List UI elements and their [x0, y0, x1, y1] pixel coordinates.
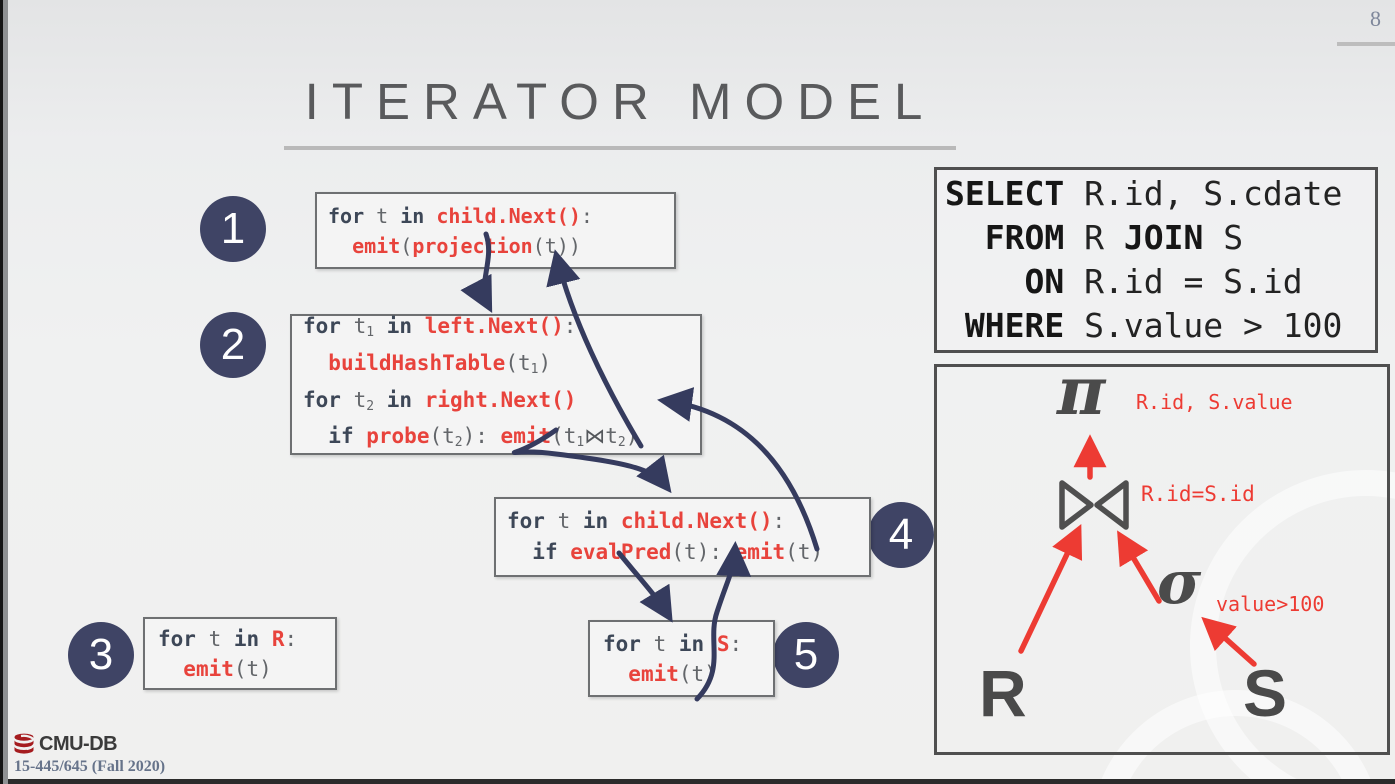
course-label: 15-445/645 (Fall 2020)	[14, 758, 166, 775]
bottom-edge-border	[8, 779, 1395, 784]
step-badge-2: 2	[200, 312, 266, 378]
database-icon	[14, 733, 37, 754]
sql-line: ON R.id = S.id	[1024, 262, 1303, 301]
sql-line: FROM R JOIN S	[984, 218, 1244, 257]
code-line: if evalPred(t): emit(t)	[532, 540, 824, 564]
code-line: for t in S:	[603, 631, 743, 656]
code-box-filter: for t in child.Next(): if evalPred(t): e…	[494, 497, 871, 577]
code-box-scan-r: for t in R: emit(t)	[143, 617, 337, 690]
left-edge-border	[0, 0, 3, 784]
code-box-projection: for t in child.Next(): emit(projection(t…	[315, 192, 676, 269]
code-line: for t in child.Next():	[328, 203, 593, 228]
page-title: ITERATOR MODEL	[304, 73, 936, 130]
code-line: buildHashTable(t1)	[328, 350, 552, 377]
slide-number: 8	[1370, 6, 1381, 31]
code-line: for t2 in right.Next()	[303, 387, 577, 414]
sql-query-box: SELECT R.id, S.cdate FROM R JOIN S ON R.…	[934, 167, 1378, 353]
table-r-node: R	[979, 656, 1027, 730]
code-line: emit(projection(t))	[352, 233, 581, 258]
code-box-scan-s: for t in S: emit(t)	[588, 620, 775, 697]
join-predicate-label: R.id=S.id	[1141, 482, 1255, 506]
step-badge-1: 1	[200, 196, 266, 262]
step-badge-5: 5	[773, 622, 839, 688]
sql-line: SELECT R.id, S.cdate	[945, 174, 1343, 213]
sql-line: WHERE S.value > 100	[964, 306, 1343, 345]
step-badge-4: 4	[868, 502, 934, 568]
title-underline	[284, 146, 956, 150]
selection-sigma-symbol: σ	[1157, 548, 1202, 618]
code-line: emit(t)	[628, 661, 717, 686]
code-line: for t in child.Next():	[507, 509, 786, 533]
cmu-db-logo: CMU-DB	[13, 733, 118, 756]
query-plan-box	[934, 364, 1390, 755]
code-line: for t in R:	[158, 626, 298, 651]
step-badge-3: 3	[68, 622, 134, 688]
code-line: if probe(t2): emit(t1⋈t2)	[328, 424, 639, 451]
code-line: for t1 in left.Next():	[303, 313, 577, 340]
left-edge-strip	[3, 0, 8, 784]
projection-label: R.id, S.value	[1136, 390, 1293, 414]
projection-pi-symbol: π	[1057, 352, 1106, 430]
logo-text: CMU-DB	[39, 733, 118, 755]
slide-number-underline	[1337, 42, 1395, 46]
selection-predicate-label: value>100	[1216, 592, 1325, 616]
table-s-node: S	[1243, 656, 1288, 730]
code-line: emit(t)	[183, 656, 272, 681]
code-box-hash-join: for t1 in left.Next(): buildHashTable(t1…	[290, 314, 702, 455]
